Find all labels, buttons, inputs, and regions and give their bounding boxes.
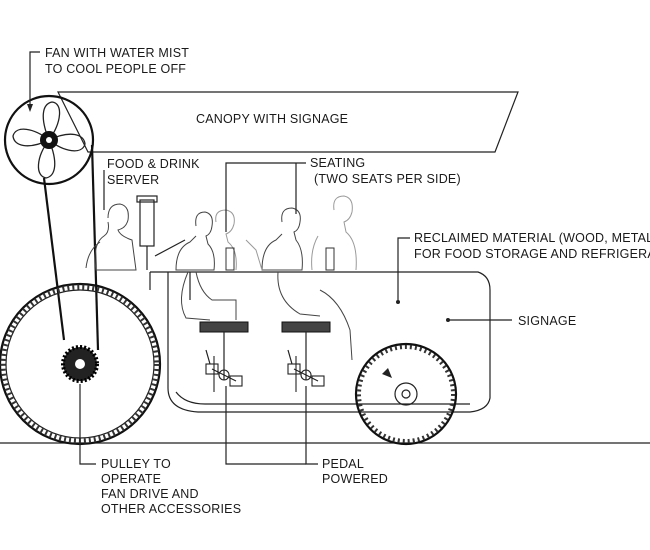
label-pulley-line1: PULLEY TO [101,457,171,471]
leader-fan [29,51,40,106]
customer-right [261,207,353,361]
label-fan-line1: FAN WITH WATER MIST [45,46,189,60]
fan [3,94,95,186]
dot-reclaimed [396,300,400,304]
pedal-right [287,356,325,392]
drink-cups [225,247,335,271]
seat-right [281,321,331,380]
pedal-left [205,356,243,392]
label-canopy: CANOPY WITH SIGNAGE [196,112,348,126]
canopy [57,91,519,153]
front-wheel [354,342,458,446]
pulley-gear-center [75,359,85,369]
label-server-line1: FOOD & DRINK [107,157,200,171]
label-fan-line2: TO COOL PEOPLE OFF [45,62,186,76]
front-wheel-outer [354,342,458,446]
server-figure [85,203,137,271]
fan-blades [12,101,86,179]
label-pedal-line2: POWERED [322,472,388,486]
leader-reclaimed [397,237,410,300]
vehicle-body [150,271,491,413]
leader-pulley [79,384,96,465]
label-pulley-line4: OTHER ACCESSORIES [101,502,241,516]
customer-left [175,211,237,321]
fan-ring [3,94,95,186]
front-wheel-tread [357,345,455,443]
leg-right [287,349,293,365]
arrow-fan [27,104,33,112]
front-hub-center [401,389,411,399]
leg-left [205,349,211,365]
front-hub [394,382,418,406]
label-reclaimed-line2: FOR FOOD STORAGE AND REFRIGERA [414,247,650,261]
leader-pedal-left [225,386,306,465]
customer-ghost-left [215,209,263,271]
belt-right [90,144,100,351]
label-seating-line1: SEATING [310,156,365,170]
label-pedal-line1: PEDAL [322,457,364,471]
fan-hub-center [46,137,52,143]
label-seating-line2: (TWO SEATS PER SIDE) [314,172,461,186]
body-inner-line [175,391,470,405]
drink-dispenser [136,195,158,270]
label-pulley-line2: OPERATE [101,472,161,486]
leader-pedal-right [305,386,318,465]
label-pulley-line3: FAN DRIVE AND [101,487,199,501]
belt-left [42,177,66,341]
label-server-line2: SERVER [107,173,159,187]
customer-ghost-right [311,195,357,271]
leader-seating-left [225,162,306,232]
front-wheel-arrow [382,368,392,378]
label-reclaimed-line1: RECLAIMED MATERIAL (WOOD, METAL [414,231,650,245]
label-signage: SIGNAGE [518,314,576,328]
dot-signage [446,318,450,322]
pulley-gear-teeth [61,345,99,383]
counter-handle [154,239,186,257]
seat-left [199,321,249,380]
